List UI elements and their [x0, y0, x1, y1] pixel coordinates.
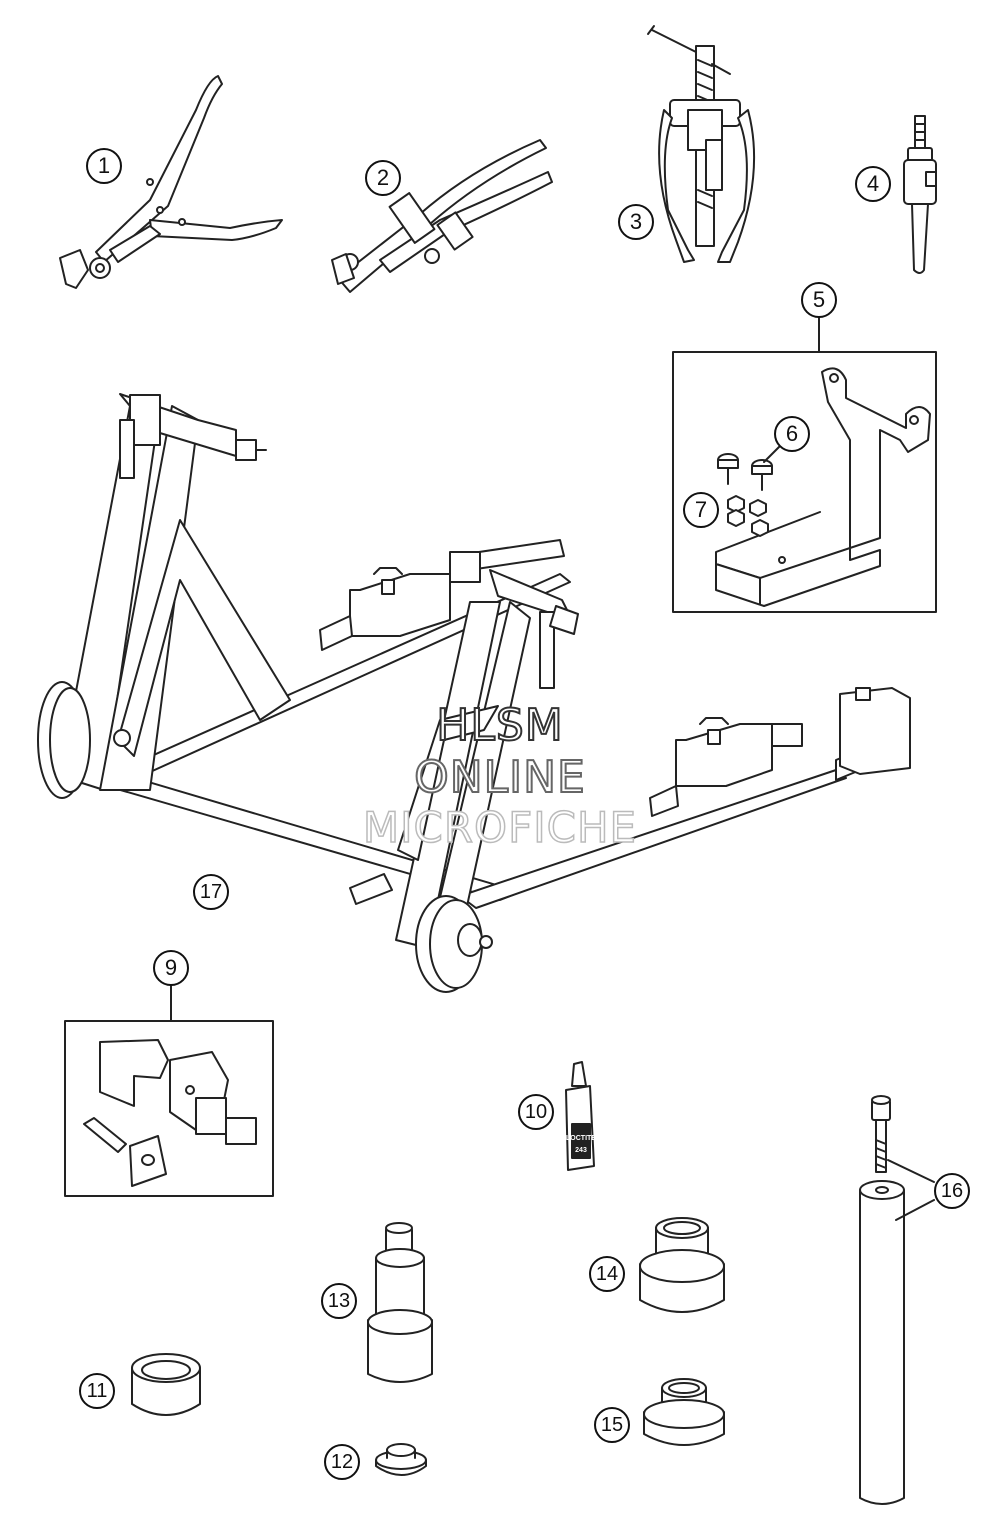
work-stand-part: [37, 393, 911, 993]
large-drift-part: [639, 1217, 725, 1313]
hose-clamp-pliers-part: [331, 139, 553, 293]
callout-2: 2: [365, 160, 401, 196]
circlip-pliers-part: [59, 75, 283, 289]
callout-6: 6: [774, 416, 810, 452]
callout-17: 17: [193, 874, 229, 910]
slide-hammer-part: [903, 115, 937, 274]
loctite-number-label: 243: [575, 1147, 587, 1154]
callout-15: 15: [594, 1407, 630, 1443]
callout-5: 5: [801, 282, 837, 318]
callout-11: 11: [79, 1373, 115, 1409]
loctite-brand-label: LOCTITE: [566, 1135, 596, 1142]
stepped-drift-part: [367, 1222, 433, 1383]
small-bushing-part: [375, 1443, 427, 1476]
loctite-tube-part: [565, 1061, 595, 1171]
callout-16: 16: [934, 1173, 970, 1209]
knob-screws-part: [717, 445, 781, 491]
watermark-line-2: ONLINE: [413, 751, 586, 804]
drift-part: [643, 1378, 725, 1446]
callout-10: 10: [518, 1094, 554, 1130]
chain-tool-part: [83, 1039, 257, 1187]
callout-13: 13: [321, 1283, 357, 1319]
callout-12: 12: [324, 1444, 360, 1480]
callout-7: 7: [683, 492, 719, 528]
callout-4: 4: [855, 166, 891, 202]
callout-14: 14: [589, 1256, 625, 1292]
callout-3: 3: [618, 204, 654, 240]
watermark-line-1: HLSM: [435, 699, 564, 752]
watermark-line-3: MICROFICHE: [362, 802, 638, 853]
callout-9: 9: [153, 950, 189, 986]
puller-part: [647, 25, 756, 263]
nuts-part: [727, 495, 769, 537]
ring-part: [131, 1353, 201, 1416]
bracket-part: [715, 367, 931, 607]
bolt-and-tube-part: [859, 1095, 935, 1505]
callout-1: 1: [86, 148, 122, 184]
